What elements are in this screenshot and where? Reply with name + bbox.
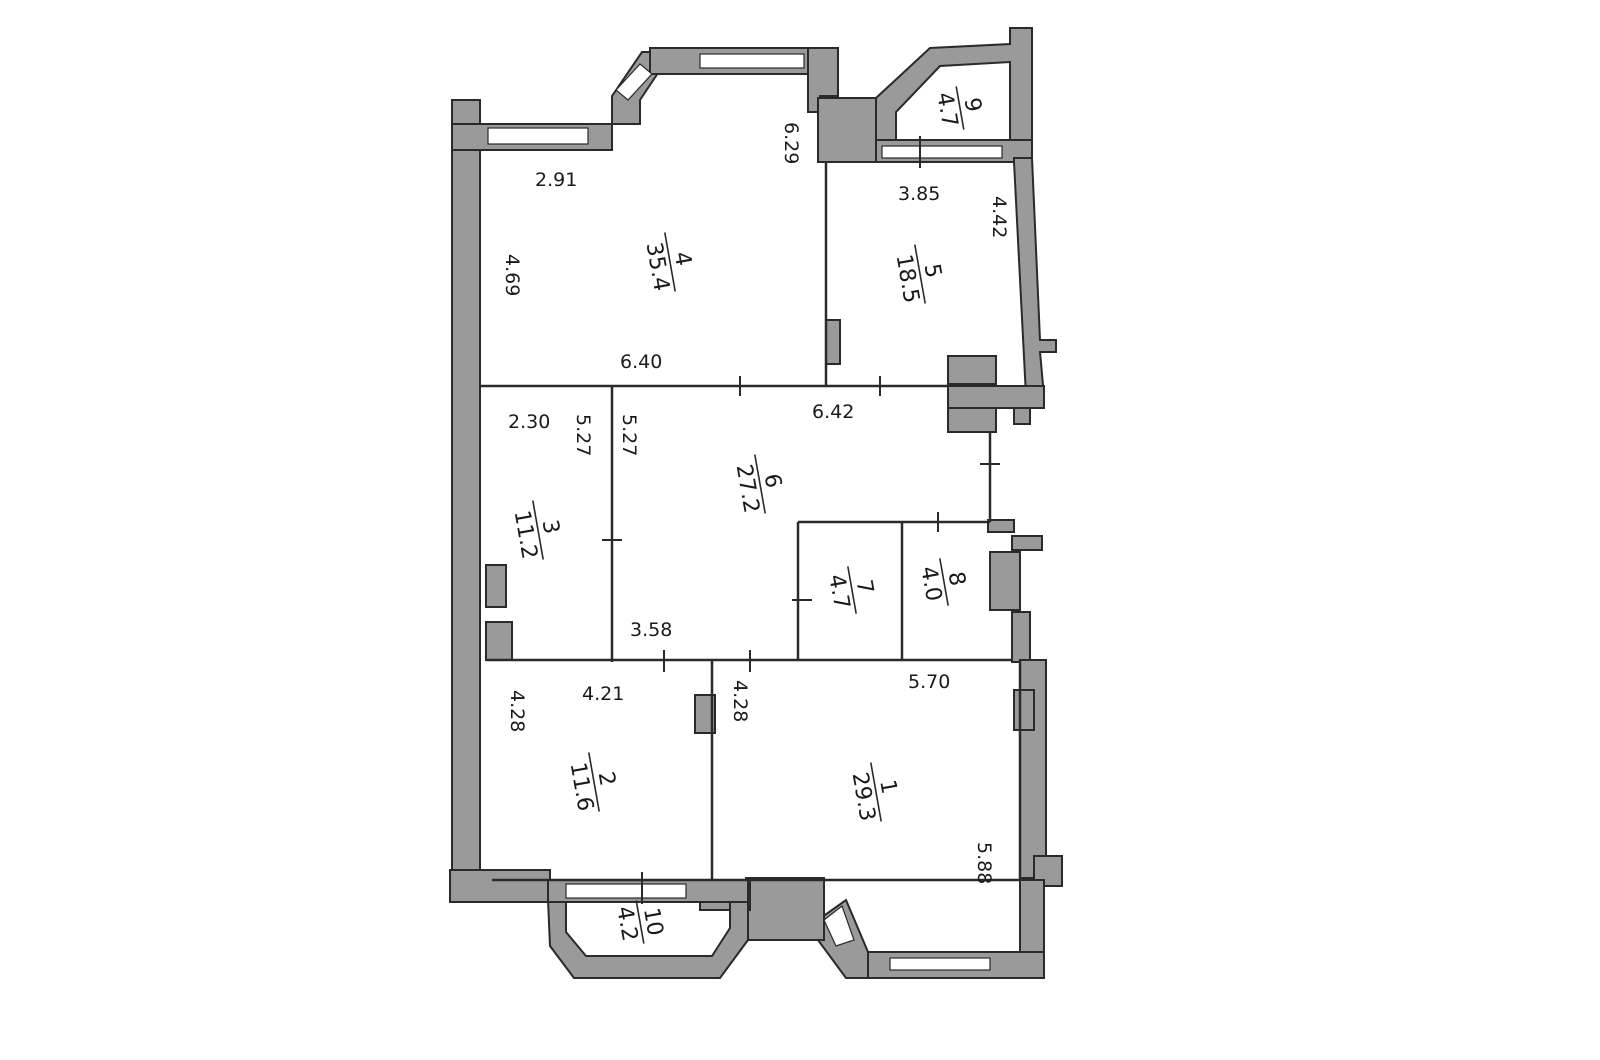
room-6-area: 27.2 [731,463,764,516]
room-4-number: 4 [669,250,696,268]
dim-r4-left: 4.69 [501,254,523,296]
door-marks [602,136,1000,904]
dimension-labels: 2.91 6.29 4.69 6.40 3.85 4.42 2.30 5.27 … [501,122,1010,884]
room-1-area: 29.3 [847,771,880,824]
room-4-area: 35.4 [641,241,674,294]
room-10-area: 4.2 [611,904,642,943]
room-7-number: 7 [851,578,878,596]
room-1-label: 1 29.3 [847,762,901,824]
room-6-label: 6 27.2 [731,454,786,516]
room-1-number: 1 [874,778,901,796]
room-8-number: 8 [943,570,970,588]
dim-r5-right: 4.42 [988,196,1010,238]
dim-r2-top: 4.21 [582,683,624,705]
room-8-area: 4.0 [915,564,946,603]
room-2-label: 2 11.6 [565,752,620,814]
dim-r1-left: 4.28 [729,680,751,722]
room-7-area: 4.7 [823,572,854,611]
dim-r6-bottom: 3.58 [630,619,672,641]
room-5-number: 5 [919,262,946,280]
room-6-number: 6 [759,472,786,490]
dim-r2-left: 4.28 [506,690,528,732]
dim-r4-top: 2.91 [535,169,577,191]
room-7-label: 7 4.7 [823,566,878,614]
dim-r3-right: 5.27 [572,414,594,456]
room-8-label: 8 4.0 [915,558,970,606]
room-labels: 1 29.3 2 11.6 3 11.2 4 35.4 5 18.5 6 27.… [509,86,986,944]
room-9-area: 4.7 [931,90,962,129]
room-3-area: 11.2 [509,509,542,562]
room-4-label: 4 35.4 [641,232,696,294]
dim-r4-bottom: 6.40 [620,351,662,373]
room-2-number: 2 [593,770,620,788]
dim-r5-top: 3.85 [898,183,940,205]
room-3-number: 3 [537,518,564,536]
room-10-label: 10 4.2 [611,900,667,944]
dim-r1-right: 5.88 [973,842,995,884]
dim-r6-left: 5.27 [618,414,640,456]
dim-r4-right: 6.29 [780,122,802,164]
dim-r1-top: 5.70 [908,671,950,693]
room-9-number: 9 [959,96,986,114]
room-3-label: 3 11.2 [509,500,564,562]
room-9-label: 9 4.7 [931,86,986,130]
dim-r6-top: 6.42 [812,401,854,423]
room-2-area: 11.6 [565,761,598,814]
room-5-label: 5 18.5 [891,244,946,306]
dim-r3-top: 2.30 [508,411,550,433]
room-5-area: 18.5 [891,253,924,306]
windows [487,53,1003,971]
room-10-number: 10 [638,906,667,938]
